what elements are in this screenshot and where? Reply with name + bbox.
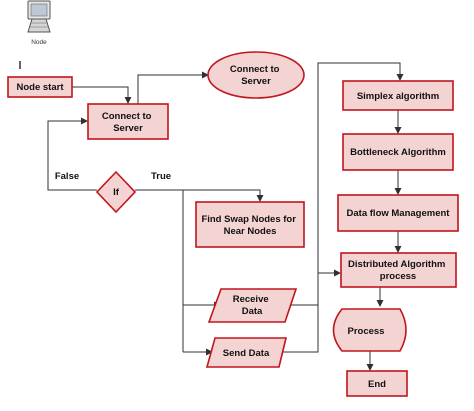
svg-text:Connect to Server: Connect to Server bbox=[230, 64, 282, 87]
dataflow-box: Data flow Management bbox=[337, 194, 459, 232]
bottleneck-box: Bottleneck Algorithm bbox=[342, 133, 454, 171]
connect-server-ellipse: Connect to Server bbox=[207, 51, 305, 99]
receive-data: Receive Data bbox=[207, 288, 298, 323]
connect-server-box-line2: Server bbox=[113, 123, 143, 134]
connect-server-ellipse-line2: Server bbox=[241, 76, 271, 87]
svg-text:Distributed Algorithm pr: Distributed Algorithm process bbox=[348, 259, 448, 282]
true-label: True bbox=[151, 171, 171, 182]
receive-data-line1: Receive bbox=[233, 294, 269, 305]
end-box: End bbox=[346, 370, 408, 397]
if-decision: If bbox=[95, 170, 137, 214]
find-swap-line2: Near Nodes bbox=[224, 226, 277, 237]
node-start: Node start bbox=[7, 76, 73, 98]
process-shape: Process bbox=[332, 308, 407, 352]
receive-data-line2: Data bbox=[242, 306, 263, 317]
process-label: Process bbox=[348, 326, 385, 337]
end-label: End bbox=[368, 379, 386, 390]
distributed-line1: Distributed Algorithm bbox=[348, 259, 445, 270]
send-data-label: Send Data bbox=[223, 348, 270, 359]
simplex-box: Simplex algorithm bbox=[342, 80, 454, 111]
connect-server-ellipse-line1: Connect to bbox=[230, 64, 280, 75]
dataflow-label: Data flow Management bbox=[347, 208, 451, 219]
bottleneck-label: Bottleneck Algorithm bbox=[350, 147, 446, 158]
node-icon-label: Node bbox=[31, 39, 47, 46]
edge-false-loop bbox=[47, 117, 97, 191]
node-start-label: Node start bbox=[17, 82, 65, 93]
edge-receive-to-simplex bbox=[288, 62, 404, 306]
svg-text:Find Swap Nodes for Near: Find Swap Nodes for Near Nodes bbox=[201, 214, 298, 237]
false-label: False bbox=[55, 171, 79, 182]
distributed-box: Distributed Algorithm process bbox=[340, 252, 457, 288]
if-decision-label: If bbox=[113, 187, 120, 198]
send-data: Send Data bbox=[205, 337, 288, 368]
connect-server-box: Connect to Server bbox=[87, 103, 169, 140]
edge-start-to-connect bbox=[72, 86, 132, 104]
svg-text:Connect to Server: Connect to Server bbox=[102, 111, 154, 134]
find-swap-box: Find Swap Nodes for Near Nodes bbox=[195, 201, 305, 248]
edge-connect-to-ellipse bbox=[137, 71, 209, 106]
find-swap-line1: Find Swap Nodes for bbox=[201, 214, 296, 225]
edges bbox=[47, 62, 404, 371]
distributed-line2: process bbox=[380, 271, 416, 282]
edge-true-to-swap bbox=[135, 189, 264, 202]
edge-send-to-distributed bbox=[282, 269, 341, 353]
computer-icon bbox=[27, 0, 51, 33]
connect-server-box-line1: Connect to bbox=[102, 111, 152, 122]
svg-text:Receive Data: Receive Data bbox=[233, 294, 272, 317]
simplex-label: Simplex algorithm bbox=[357, 91, 439, 102]
